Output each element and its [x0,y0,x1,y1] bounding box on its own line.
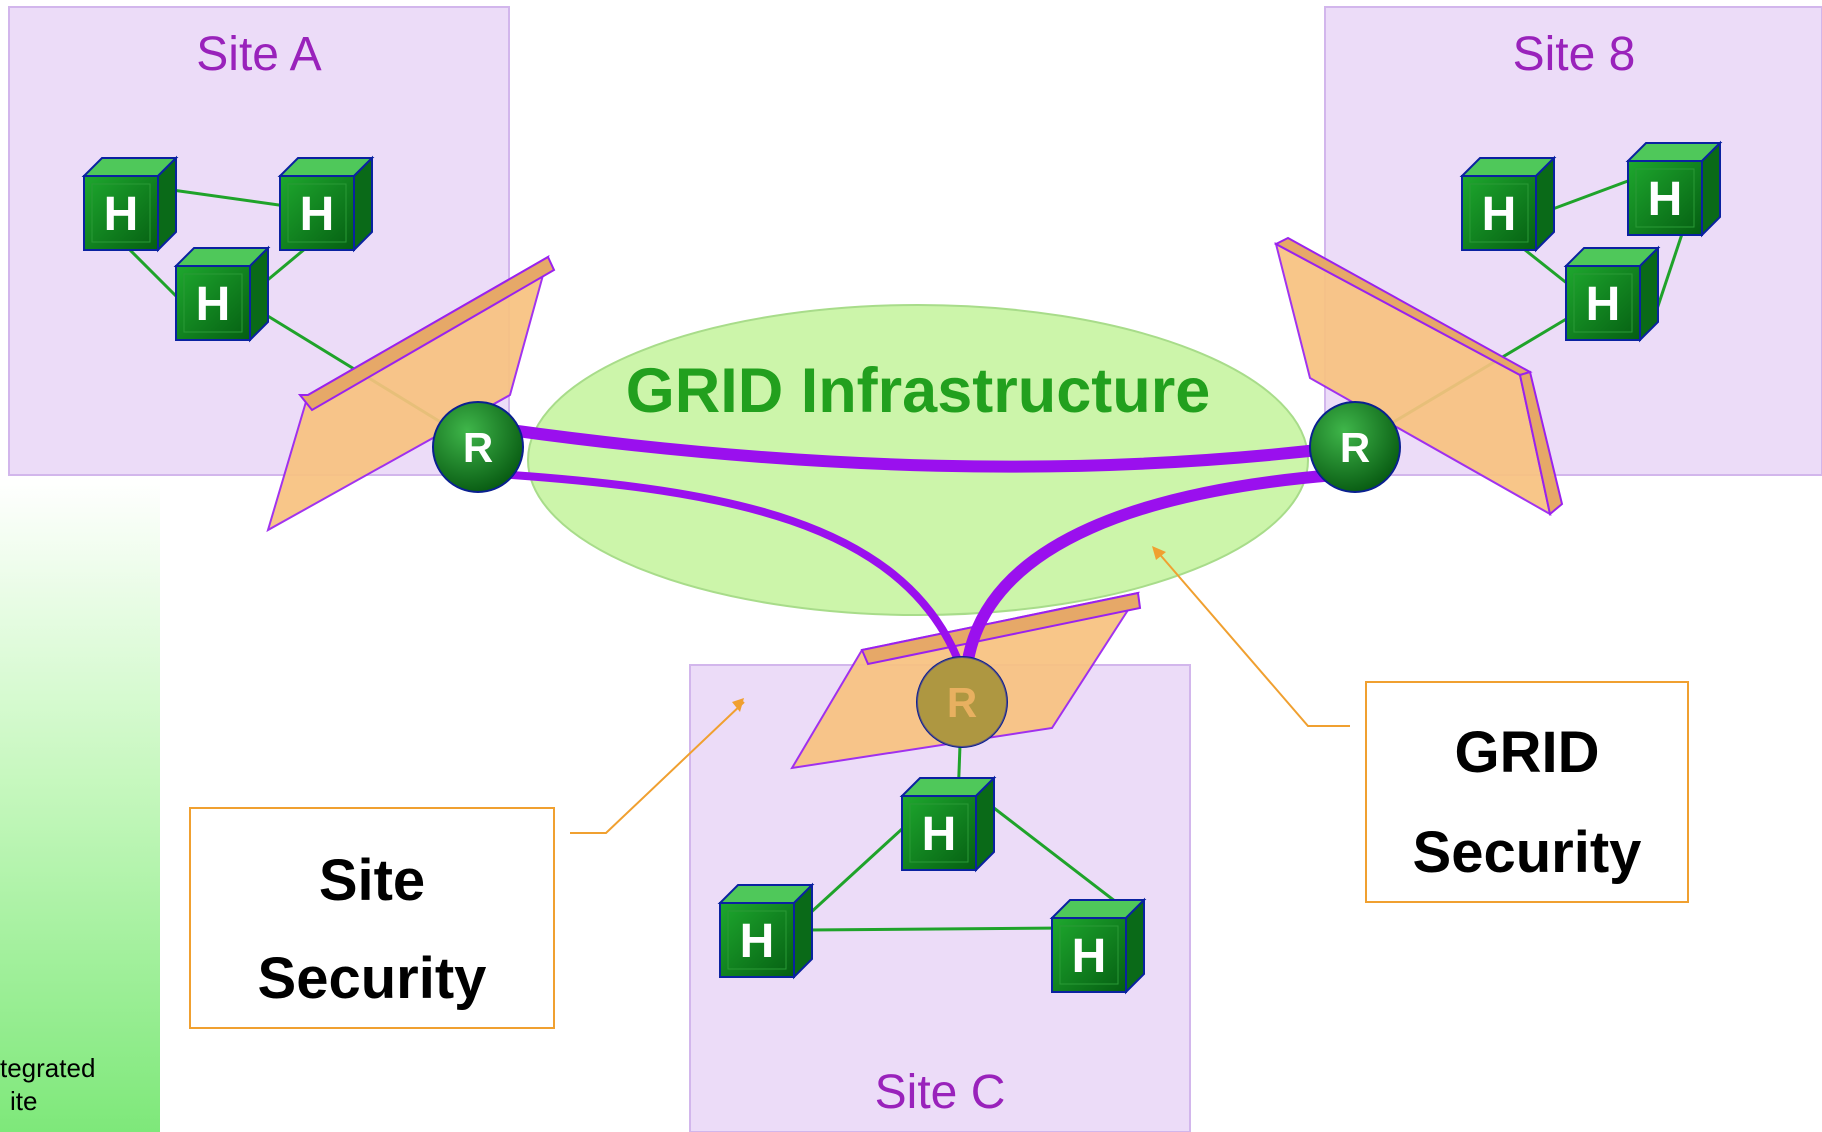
router-links [504,424,1358,666]
router-a-label: R [463,424,493,471]
router-site-c: R [916,656,1008,748]
host-b3-label: H [1586,278,1621,331]
firewall-site-a [266,254,556,533]
grid-security-line2: Security [1413,820,1642,885]
side-text-line2: ite [10,1086,37,1116]
host-b2: H [1627,142,1721,236]
host-a2: H [279,157,373,251]
side-panel-text: tegrated ite [0,1053,95,1116]
host-b2-label: H [1648,173,1683,226]
site-c-label: Site C [875,1066,1006,1119]
host-b3: H [1565,247,1659,341]
site-a-label: Site A [196,28,321,81]
grid-security-callout: GRID Security [1152,546,1689,903]
router-c-label: R [947,679,977,726]
side-panel [0,478,160,1132]
site-b-label: Site 8 [1513,28,1636,81]
host-a3: H [175,247,269,341]
grid-title: GRID Infrastructure [626,356,1211,426]
router-site-a: R [432,401,524,493]
site-security-callout: Site Security [189,698,745,1029]
host-c3-label: H [1072,930,1107,983]
site-security-line2: Security [258,946,487,1011]
site-security-line1: Site [319,848,425,913]
host-c1: H [901,777,995,871]
host-a1-label: H [104,188,139,241]
firewall-site-b [1273,236,1564,516]
router-site-b: R [1309,401,1401,493]
host-a1: H [83,157,177,251]
host-c2-label: H [740,915,775,968]
side-text-line1: tegrated [0,1053,95,1083]
host-a2-label: H [300,188,335,241]
host-b1-label: H [1482,188,1517,241]
host-c2: H [719,884,813,978]
host-c3: H [1051,899,1145,993]
router-b-label: R [1340,424,1370,471]
host-c1-label: H [922,808,957,861]
grid-security-line1: GRID [1455,720,1600,785]
host-b1: H [1461,157,1555,251]
host-a3-label: H [196,278,231,331]
